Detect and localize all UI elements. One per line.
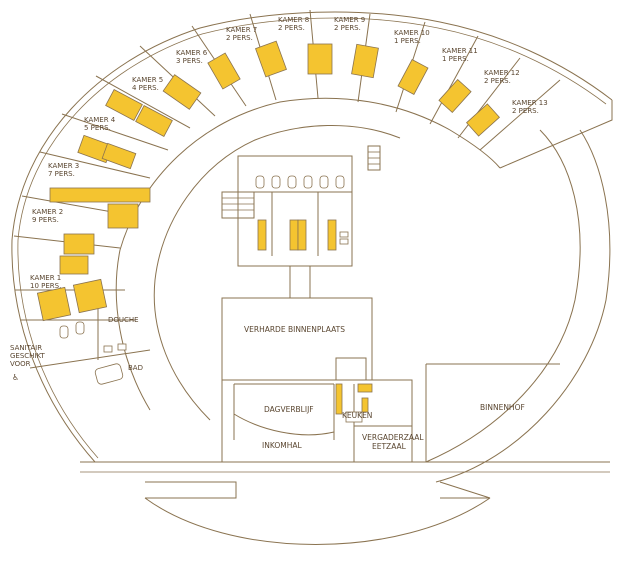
area-label-sanitair-2: GESCHIKT (10, 352, 46, 360)
toilet (319, 175, 329, 189)
bed (101, 142, 137, 170)
sink (339, 238, 349, 245)
bed (105, 89, 143, 121)
bed (63, 233, 95, 255)
room-label-k3-name: KAMER 3 (48, 162, 79, 170)
stairs (367, 145, 381, 171)
bed (72, 278, 108, 314)
bed (207, 52, 241, 90)
bed (438, 79, 472, 113)
toilet (59, 325, 69, 339)
area-label-sanitair-1: SANITAIR (10, 344, 42, 352)
toilet (255, 175, 265, 189)
sink (103, 345, 113, 353)
toilet (287, 175, 297, 189)
area-label-vergaderzaal-1: VERGADERZAAL (362, 433, 424, 442)
bed (466, 103, 500, 137)
bench (289, 219, 299, 251)
toilet (335, 175, 345, 189)
bed (255, 40, 287, 78)
area-label-inkomhal: INKOMHAL (262, 441, 302, 450)
outer-walls (11, 11, 613, 545)
room-label-k4-name: KAMER 4 (84, 116, 116, 124)
room-label-k12-name: KAMER 12 (484, 69, 520, 77)
room-label-k6-name: KAMER 6 (176, 49, 208, 57)
room-label-k8-name: KAMER 8 (278, 16, 309, 24)
kitchen-counter (361, 397, 369, 413)
room-label-k7-cap: 2 PERS. (226, 34, 253, 42)
room-labels: KAMER 1 10 PERS. KAMER 2 9 PERS. KAMER 3… (30, 16, 548, 290)
room-label-k8-cap: 2 PERS. (278, 24, 305, 32)
room-label-k9-cap: 2 PERS. (334, 24, 361, 32)
bathtub (94, 363, 124, 385)
area-label-binnenplaats: VERHARDE BINNENPLAATS (244, 325, 345, 334)
south-wing (221, 297, 560, 463)
kitchen-counter (335, 383, 343, 415)
sanitary-corner (59, 321, 127, 385)
room-label-k5-name: KAMER 5 (132, 76, 163, 84)
bed (162, 74, 202, 110)
bed (351, 43, 379, 79)
room-label-k2-cap: 9 PERS. (32, 216, 59, 224)
bed (307, 43, 333, 75)
room-label-k1-name: KAMER 1 (30, 274, 61, 282)
room-label-k13-name: KAMER 13 (512, 99, 548, 107)
toilet (303, 175, 313, 189)
room-label-k11-cap: 1 PERS. (442, 55, 469, 63)
room-label-k10-cap: 1 PERS. (394, 37, 421, 45)
sink (117, 343, 127, 351)
room-label-k2-name: KAMER 2 (32, 208, 63, 216)
room-label-k11-name: KAMER 11 (442, 47, 478, 55)
toilet (75, 321, 85, 335)
room-label-k4-cap: 5 PERS. (84, 124, 111, 132)
area-label-douche: DOUCHE (108, 316, 139, 324)
room-label-k10-name: KAMER 10 (394, 29, 430, 37)
bench (257, 219, 267, 251)
area-label-bad: BAD (128, 364, 143, 372)
toilet (271, 175, 281, 189)
room-label-k7-name: KAMER 7 (226, 26, 257, 34)
central-sanitary-block (221, 155, 353, 299)
bench (327, 219, 337, 251)
area-label-keuken: KEUKEN (342, 411, 372, 420)
bed (36, 286, 72, 322)
room-label-k12-cap: 2 PERS. (484, 77, 511, 85)
beds (36, 40, 500, 322)
bench (297, 219, 307, 251)
sink (339, 231, 349, 238)
area-label-binnenhof: BINNENHOF (480, 403, 525, 412)
bed (49, 187, 151, 203)
area-labels: DOUCHE BAD SANITAIR GESCHIKT VOOR ♿ VERH… (10, 316, 525, 451)
stove (345, 411, 363, 423)
bed (107, 203, 139, 229)
room-label-k6-cap: 3 PERS. (176, 57, 203, 65)
room-label-k1-cap: 10 PERS. (30, 282, 61, 290)
room-label-k13-cap: 2 PERS. (512, 107, 539, 115)
area-label-sanitair-3: VOOR (10, 360, 31, 368)
room-label-k5-cap: 4 PERS. (132, 84, 159, 92)
area-label-dagverblijf: DAGVERBLIJF (264, 405, 314, 414)
bed (59, 255, 89, 275)
wheelchair-icon: ♿ (12, 373, 19, 382)
area-label-vergaderzaal-2: EETZAAL (372, 442, 407, 451)
bed (397, 58, 429, 96)
room-label-k9-name: KAMER 9 (334, 16, 365, 24)
room-label-k3-cap: 7 PERS. (48, 170, 75, 178)
bed (135, 105, 173, 137)
kitchen-counter (357, 383, 373, 393)
